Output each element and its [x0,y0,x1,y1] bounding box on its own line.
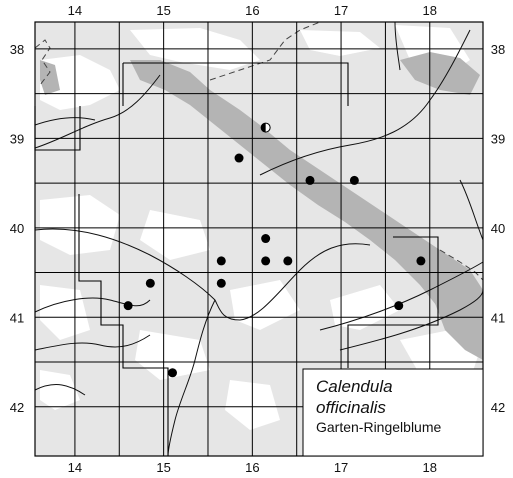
marker-full [349,175,359,185]
marker-full [145,278,155,288]
mountain-areas [40,52,483,360]
legend-common-name: Garten-Ringelblume [316,419,441,435]
x-axis-labels-top: 14 15 16 17 18 [68,3,437,18]
x-tick-label-top: 14 [68,3,82,18]
y-axis-labels-left: 38 39 40 41 42 [10,42,24,415]
x-tick-label-bottom: 15 [156,460,170,475]
marker-full [305,175,315,185]
legend-species-line2: officinalis [316,398,386,417]
rivers [34,21,484,457]
marker-full [123,301,133,311]
legend: Calendula officinalis Garten-Ringelblume [302,368,484,457]
y-tick-label-left: 41 [10,310,24,325]
marker-full [394,301,404,311]
y-tick-label-right: 42 [491,400,505,415]
y-tick-label-left: 40 [10,221,24,236]
x-tick-label-top: 17 [334,3,348,18]
x-axis-labels-bottom: 14 15 16 17 18 [68,460,437,475]
y-tick-label-right: 39 [491,131,505,146]
y-tick-label-left: 42 [10,400,24,415]
legend-species-line1: Calendula [316,377,393,396]
marker-full [261,256,271,266]
x-tick-label-bottom: 14 [68,460,82,475]
y-axis-labels-right: 38 39 40 41 42 [491,42,505,415]
y-tick-label-right: 40 [491,221,505,236]
marker-full [261,234,271,244]
y-tick-label-left: 39 [10,131,24,146]
marker-full [283,256,293,266]
marker-full [216,278,226,288]
y-tick-label-right: 41 [491,310,505,325]
marker-half [260,122,271,133]
marker-full [168,368,178,378]
x-tick-label-top: 15 [156,3,170,18]
x-tick-label-top: 18 [423,3,437,18]
map-grid [35,22,483,456]
marker-full [234,153,244,163]
dashed-borders [34,21,484,281]
occurrence-markers [123,122,426,378]
marker-full [416,256,426,266]
x-tick-label-bottom: 17 [334,460,348,475]
map-frame [34,21,484,457]
x-tick-label-top: 16 [245,3,259,18]
y-tick-label-right: 38 [491,42,505,57]
x-tick-label-bottom: 18 [423,460,437,475]
x-tick-label-bottom: 16 [245,460,259,475]
y-tick-label-left: 38 [10,42,24,57]
legend-box [302,368,484,457]
marker-full [216,256,226,266]
